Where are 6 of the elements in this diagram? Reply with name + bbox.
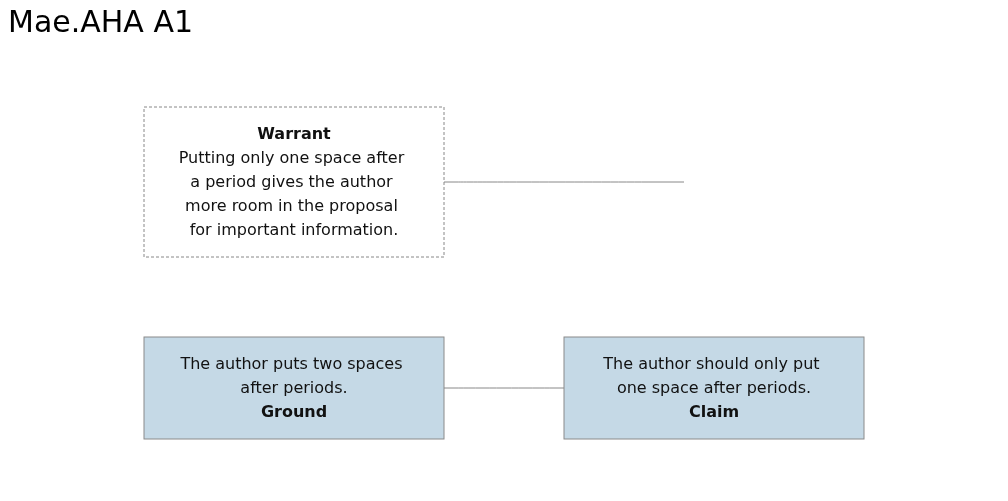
node-box: The author puts two spaces after periods. Ground [143, 336, 445, 439]
diagram-title: Mae.AHA A1 [8, 4, 193, 39]
node-box: Warrant Putting only one space after a period gives the author more room in the proposal for important information. [143, 106, 445, 257]
connector [443, 181, 685, 182]
node-box: The author should only put one space after periods. Claim [563, 336, 865, 439]
connector [443, 387, 565, 388]
